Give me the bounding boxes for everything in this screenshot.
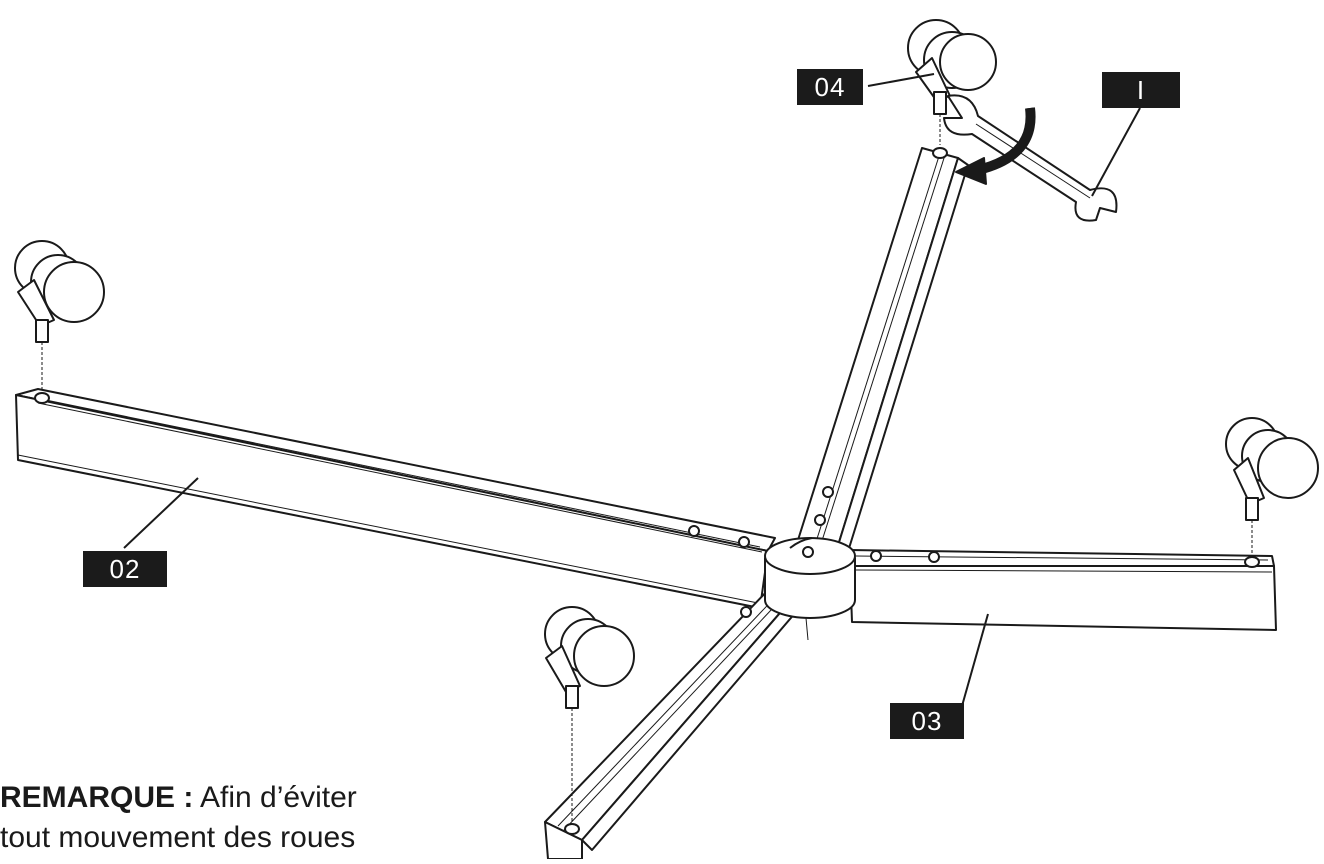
caster-wheel-left <box>14 240 105 390</box>
wrench-tool <box>943 94 1118 222</box>
caster-wheel-top <box>907 19 997 145</box>
remark-line-1: REMARQUE : Afin d’éviter <box>0 778 520 818</box>
remark-note: REMARQUE : Afin d’éviter tout mouvement … <box>0 778 520 858</box>
leader-line-tool-i <box>1091 107 1141 197</box>
leader-line-02 <box>123 477 199 549</box>
leader-lines <box>123 73 1141 707</box>
caster-wheel-front <box>544 606 635 822</box>
remark-text-2: tout mouvement des roues <box>0 821 356 854</box>
right-arm <box>849 549 1277 631</box>
front-arm <box>544 582 809 860</box>
caster-wheel-right <box>1225 417 1319 555</box>
callout-part-04: 04 <box>797 69 863 105</box>
rotation-arrow <box>955 107 1036 185</box>
leader-line-03 <box>961 613 989 707</box>
remark-heading: REMARQUE : <box>0 781 194 814</box>
callout-part-03: 03 <box>890 703 964 739</box>
remark-text-1: Afin d’éviter <box>200 781 357 814</box>
callout-tool-i: I <box>1102 72 1180 108</box>
upper-arm <box>797 147 969 559</box>
leader-line-04 <box>867 73 935 87</box>
central-hub <box>764 537 856 641</box>
callout-part-02: 02 <box>83 551 167 587</box>
